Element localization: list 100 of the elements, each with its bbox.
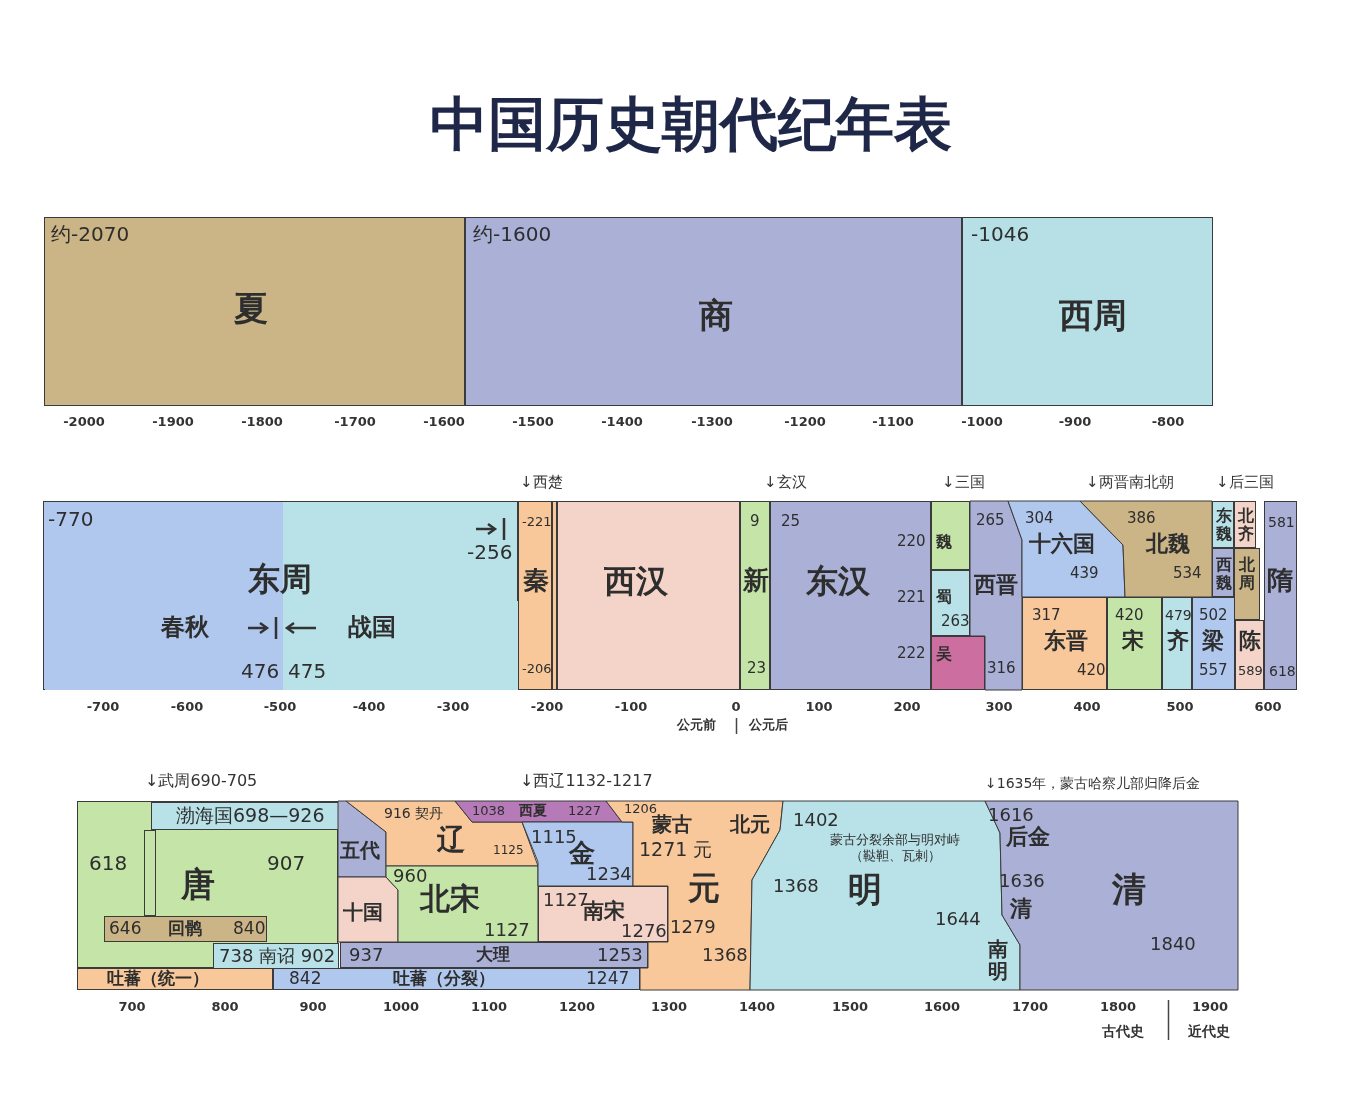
year-label: 1038: [472, 804, 506, 817]
dynasty-name: 清: [1010, 898, 1032, 920]
dynasty-block: [1022, 597, 1107, 690]
axis-tick-label: 900: [299, 1000, 327, 1013]
axis-tick-label: 800: [211, 1000, 239, 1013]
axis-tick-label: 1700: [1011, 1000, 1049, 1013]
axis-tick-label: 100: [805, 700, 833, 713]
year-label: 1125: [493, 844, 524, 856]
year-label: 9: [750, 514, 760, 529]
year-label: 960: [393, 867, 428, 885]
year-label: 23: [747, 661, 767, 676]
annotation-text: ↓三国: [942, 475, 985, 490]
dynasty-block: [1235, 620, 1264, 690]
year-label: 317: [1032, 608, 1061, 623]
dynasty-name: 新: [743, 567, 769, 593]
year-label: 502: [1199, 608, 1228, 623]
dynasty-name: 商: [699, 298, 733, 332]
dynasty-name: 隋: [1267, 567, 1293, 593]
year-label: 222: [897, 646, 926, 661]
dynasty-name: 大理: [476, 946, 510, 963]
dynasty-name: 北魏: [1146, 533, 1190, 555]
annotation-text: ↓后三国: [1216, 475, 1274, 490]
axis-tick-label: -200: [530, 700, 564, 713]
dynasty-name: 吐蕃（统一）: [107, 970, 209, 987]
dynasty-block: [1234, 501, 1256, 548]
dynasty-name: 东周: [248, 563, 312, 595]
dynasty-name: 西魏: [1216, 556, 1232, 592]
dynasty-name: 北元: [730, 814, 770, 834]
axis-tick-label: 500: [1166, 700, 1194, 713]
dynasty-block: [1212, 548, 1234, 597]
dynasty-block: [213, 943, 339, 969]
dynasty-name: 西夏: [519, 803, 547, 817]
dynasty-block: [77, 968, 273, 990]
year-label: 221: [897, 590, 926, 605]
dynasty-name: 蜀: [936, 589, 952, 605]
era-label: 公元后: [749, 718, 788, 731]
dynasty-block: [273, 968, 640, 990]
annotation-text: ↓武周690-705: [145, 773, 258, 789]
dynasty-name: 秦: [523, 567, 549, 593]
dynasty-name: 宋: [1122, 630, 1144, 652]
annotation-text: ↓1635年，蒙古哈察儿部归降后金: [985, 776, 1201, 790]
axis-tick-label: -600: [170, 700, 204, 713]
year-label: 1253: [597, 946, 643, 964]
dynasty-name: 梁: [1202, 630, 1224, 652]
axis-tick-label: -700: [86, 700, 120, 713]
dynasty-block: [931, 501, 970, 570]
year-label: 476: [241, 661, 280, 681]
dynasty-block: [1162, 597, 1192, 690]
dynasty-name: 南明: [988, 938, 1008, 982]
axis-tick-label: 200: [893, 700, 921, 713]
annotation-text: ↓西辽1132-1217: [520, 773, 653, 789]
year-label: 1279: [670, 918, 716, 936]
year-label: -256: [467, 542, 513, 562]
year-label: 589: [1238, 664, 1263, 677]
dynasty-name: 东汉: [806, 565, 870, 597]
dynasty-block: [340, 942, 648, 968]
dynasty-block: [740, 501, 770, 690]
axis-tick-label: 1600: [923, 1000, 961, 1013]
note-text: 蒙古分裂余部与明对峙（鞑靼、瓦剌）: [829, 832, 961, 865]
axis-tick-label: 1000: [382, 1000, 420, 1013]
axis-tick-label: -100: [614, 700, 648, 713]
year-label: 479: [1165, 608, 1192, 622]
dynasty-block: [1212, 501, 1234, 548]
year-label: 916 契丹: [384, 806, 444, 820]
dynasty-name: 齐: [1167, 630, 1189, 652]
dynasty-name: 蒙古: [652, 814, 692, 834]
year-label: 25: [781, 514, 801, 529]
year-label: 1402: [793, 811, 839, 829]
dynasty-name: 西晋: [974, 574, 1018, 596]
year-label: 265: [976, 513, 1005, 528]
axis-tick-label: 1800: [1099, 1000, 1137, 1013]
axis-tick-label: 1500: [831, 1000, 869, 1013]
dynasty-block: [1234, 548, 1260, 620]
year-label: 1840: [1150, 935, 1196, 953]
year-label: 约-2070: [51, 224, 130, 244]
year-label: 581: [1268, 515, 1295, 529]
dynasty-name: 辽: [437, 826, 465, 854]
year-label: 1276: [621, 922, 667, 940]
dynasty-block: [1107, 597, 1162, 690]
dynasty-block: [44, 217, 465, 406]
year-label: 渤海国698—926: [176, 806, 325, 825]
year-label: 220: [897, 534, 926, 549]
dynasty-block: [538, 886, 668, 942]
dynasty-block: [985, 801, 1238, 990]
year-label: 475: [288, 661, 327, 681]
axis-tick-label: -300: [436, 700, 470, 713]
dynasty-name: 夏: [234, 291, 268, 325]
dynasty-name: 魏: [936, 534, 952, 550]
dynasty-name: 回鹘: [168, 920, 202, 937]
dynasty-name: 北齐: [1238, 507, 1254, 543]
dynasty-block: [518, 501, 552, 690]
year-label: 386: [1127, 511, 1156, 526]
year-label: 1247: [586, 970, 630, 987]
dynasty-name: 西汉: [604, 565, 668, 597]
year-label: -206: [522, 662, 552, 675]
axis-tick-label: 0: [731, 700, 741, 713]
year-label: 1234: [586, 865, 632, 883]
year-label: 1636: [999, 872, 1045, 890]
dynasty-name: 战国: [348, 615, 396, 639]
dynasty-block: [465, 217, 962, 406]
